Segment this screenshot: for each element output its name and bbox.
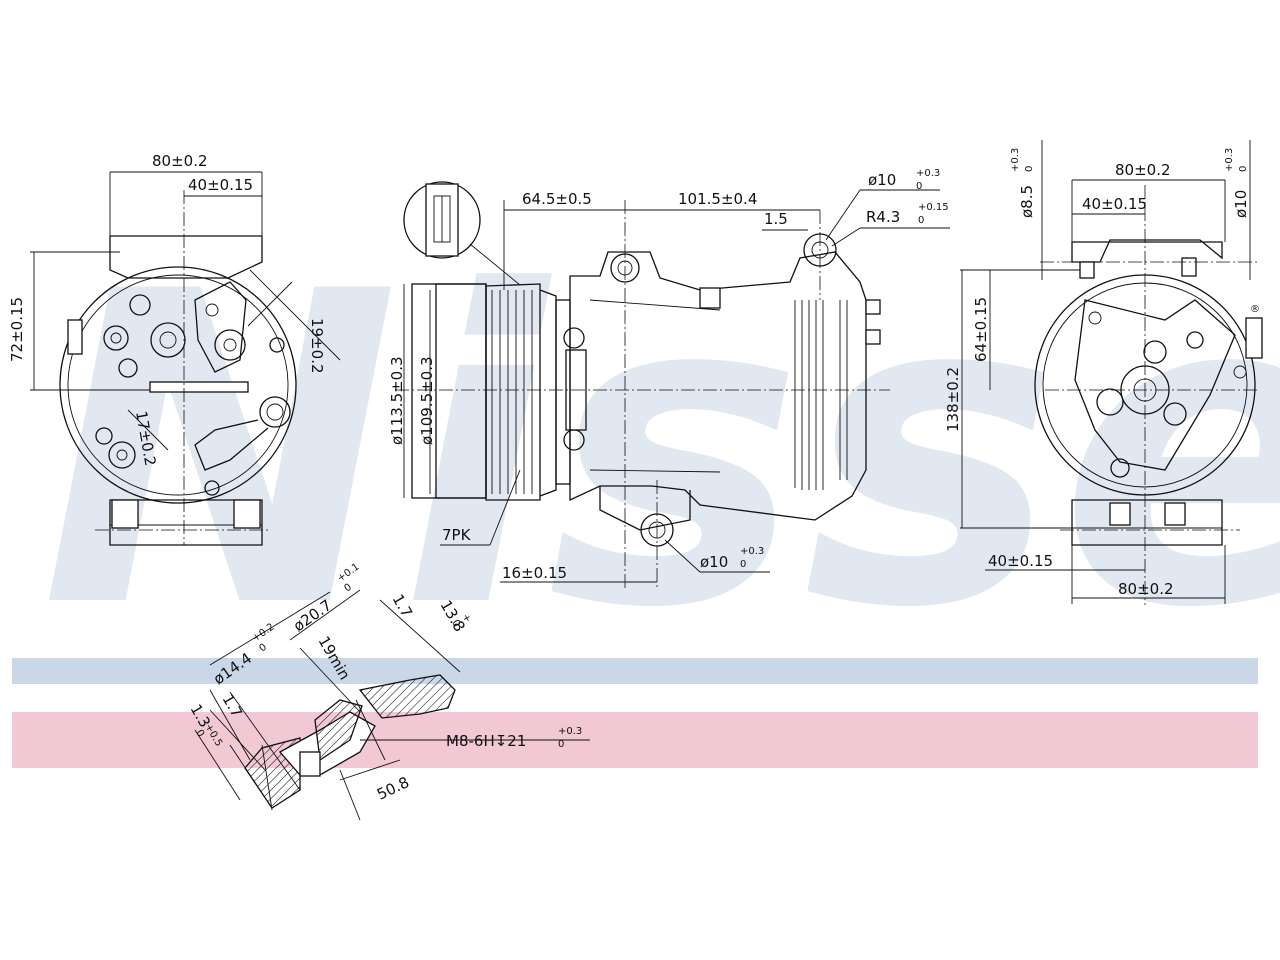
right-hole-right: ø10 [1232,190,1250,218]
watermark: Nissens ® [40,202,1280,702]
right-hole-right-tol-lo: 0 [1238,166,1249,172]
middle-pulley-inner: ø109.5±0.3 [418,356,436,445]
middle-dim-c: 1.5 [764,210,788,228]
left-dim-height: 72±0.15 [8,297,26,362]
watermark-trademark: ® [1250,304,1260,315]
left-view: 80±0.2 40±0.15 72±0.15 19±0.2 17±0.2 [8,152,341,546]
watermark-text: Nissens [40,202,1280,702]
right-dim-width-top: 80±0.2 [1115,161,1171,179]
port-bore-small-tol-lo: 0 [257,642,269,655]
middle-hole-bottom-tol-lo: 0 [740,559,746,570]
port-thread-tol-hi: +0.3 [558,726,582,737]
port-bore-large-tol-lo: 0 [342,582,354,595]
middle-hole-top-tol-hi: +0.3 [916,168,940,179]
middle-hole-top: ø10 [868,171,896,189]
right-hole-left-tol-hi: +0.3 [1010,148,1021,172]
middle-dim-bottom: 16±0.15 [502,564,567,582]
left-dim-diag-a: 19±0.2 [308,318,326,374]
port-length: 50.8 [374,773,412,803]
right-hole-right-tol-hi: +0.3 [1224,148,1235,172]
middle-belt: 7PK [442,526,472,544]
middle-radius-tol-lo: 0 [918,215,924,226]
middle-radius: R4.3 [866,208,900,226]
pink-band [12,712,1258,768]
right-hole-left: ø8.5 [1018,185,1036,218]
right-view: ø8.5 +0.3 0 80±0.2 ø10 +0.3 0 40±0.15 64… [944,140,1263,605]
middle-view: 64.5±0.5 101.5±0.4 1.5 ø10 +0.3 0 R4.3 +… [388,168,950,590]
right-hole-left-tol-lo: 0 [1024,166,1035,172]
port-step-b-tol-lo: 0 [449,618,462,629]
middle-radius-tol-hi: +0.15 [918,202,949,213]
middle-hole-top-tol-lo: 0 [916,181,922,192]
right-dim-height-a: 64±0.15 [972,297,990,362]
port-thread: M8-6H↧21 [446,732,526,750]
left-dim-width: 80±0.2 [152,152,208,170]
right-dim-width-bottom: 80±0.2 [1118,580,1174,598]
left-dim-half: 40±0.15 [188,176,253,194]
blue-band [12,658,1258,684]
port-step-d-tol-lo: 0 [193,728,206,739]
right-dim-half-bottom: 40±0.15 [988,552,1053,570]
port-thread-tol-lo: 0 [558,739,564,750]
middle-pulley-outer: ø113.5±0.3 [388,356,406,445]
middle-dim-b: 101.5±0.4 [678,190,757,208]
right-dim-height-b: 138±0.2 [944,367,962,432]
right-dim-half-top: 40±0.15 [1082,195,1147,213]
middle-dim-a: 64.5±0.5 [522,190,592,208]
middle-hole-bottom-tol-hi: +0.3 [740,546,764,557]
middle-hole-bottom: ø10 [700,553,728,571]
